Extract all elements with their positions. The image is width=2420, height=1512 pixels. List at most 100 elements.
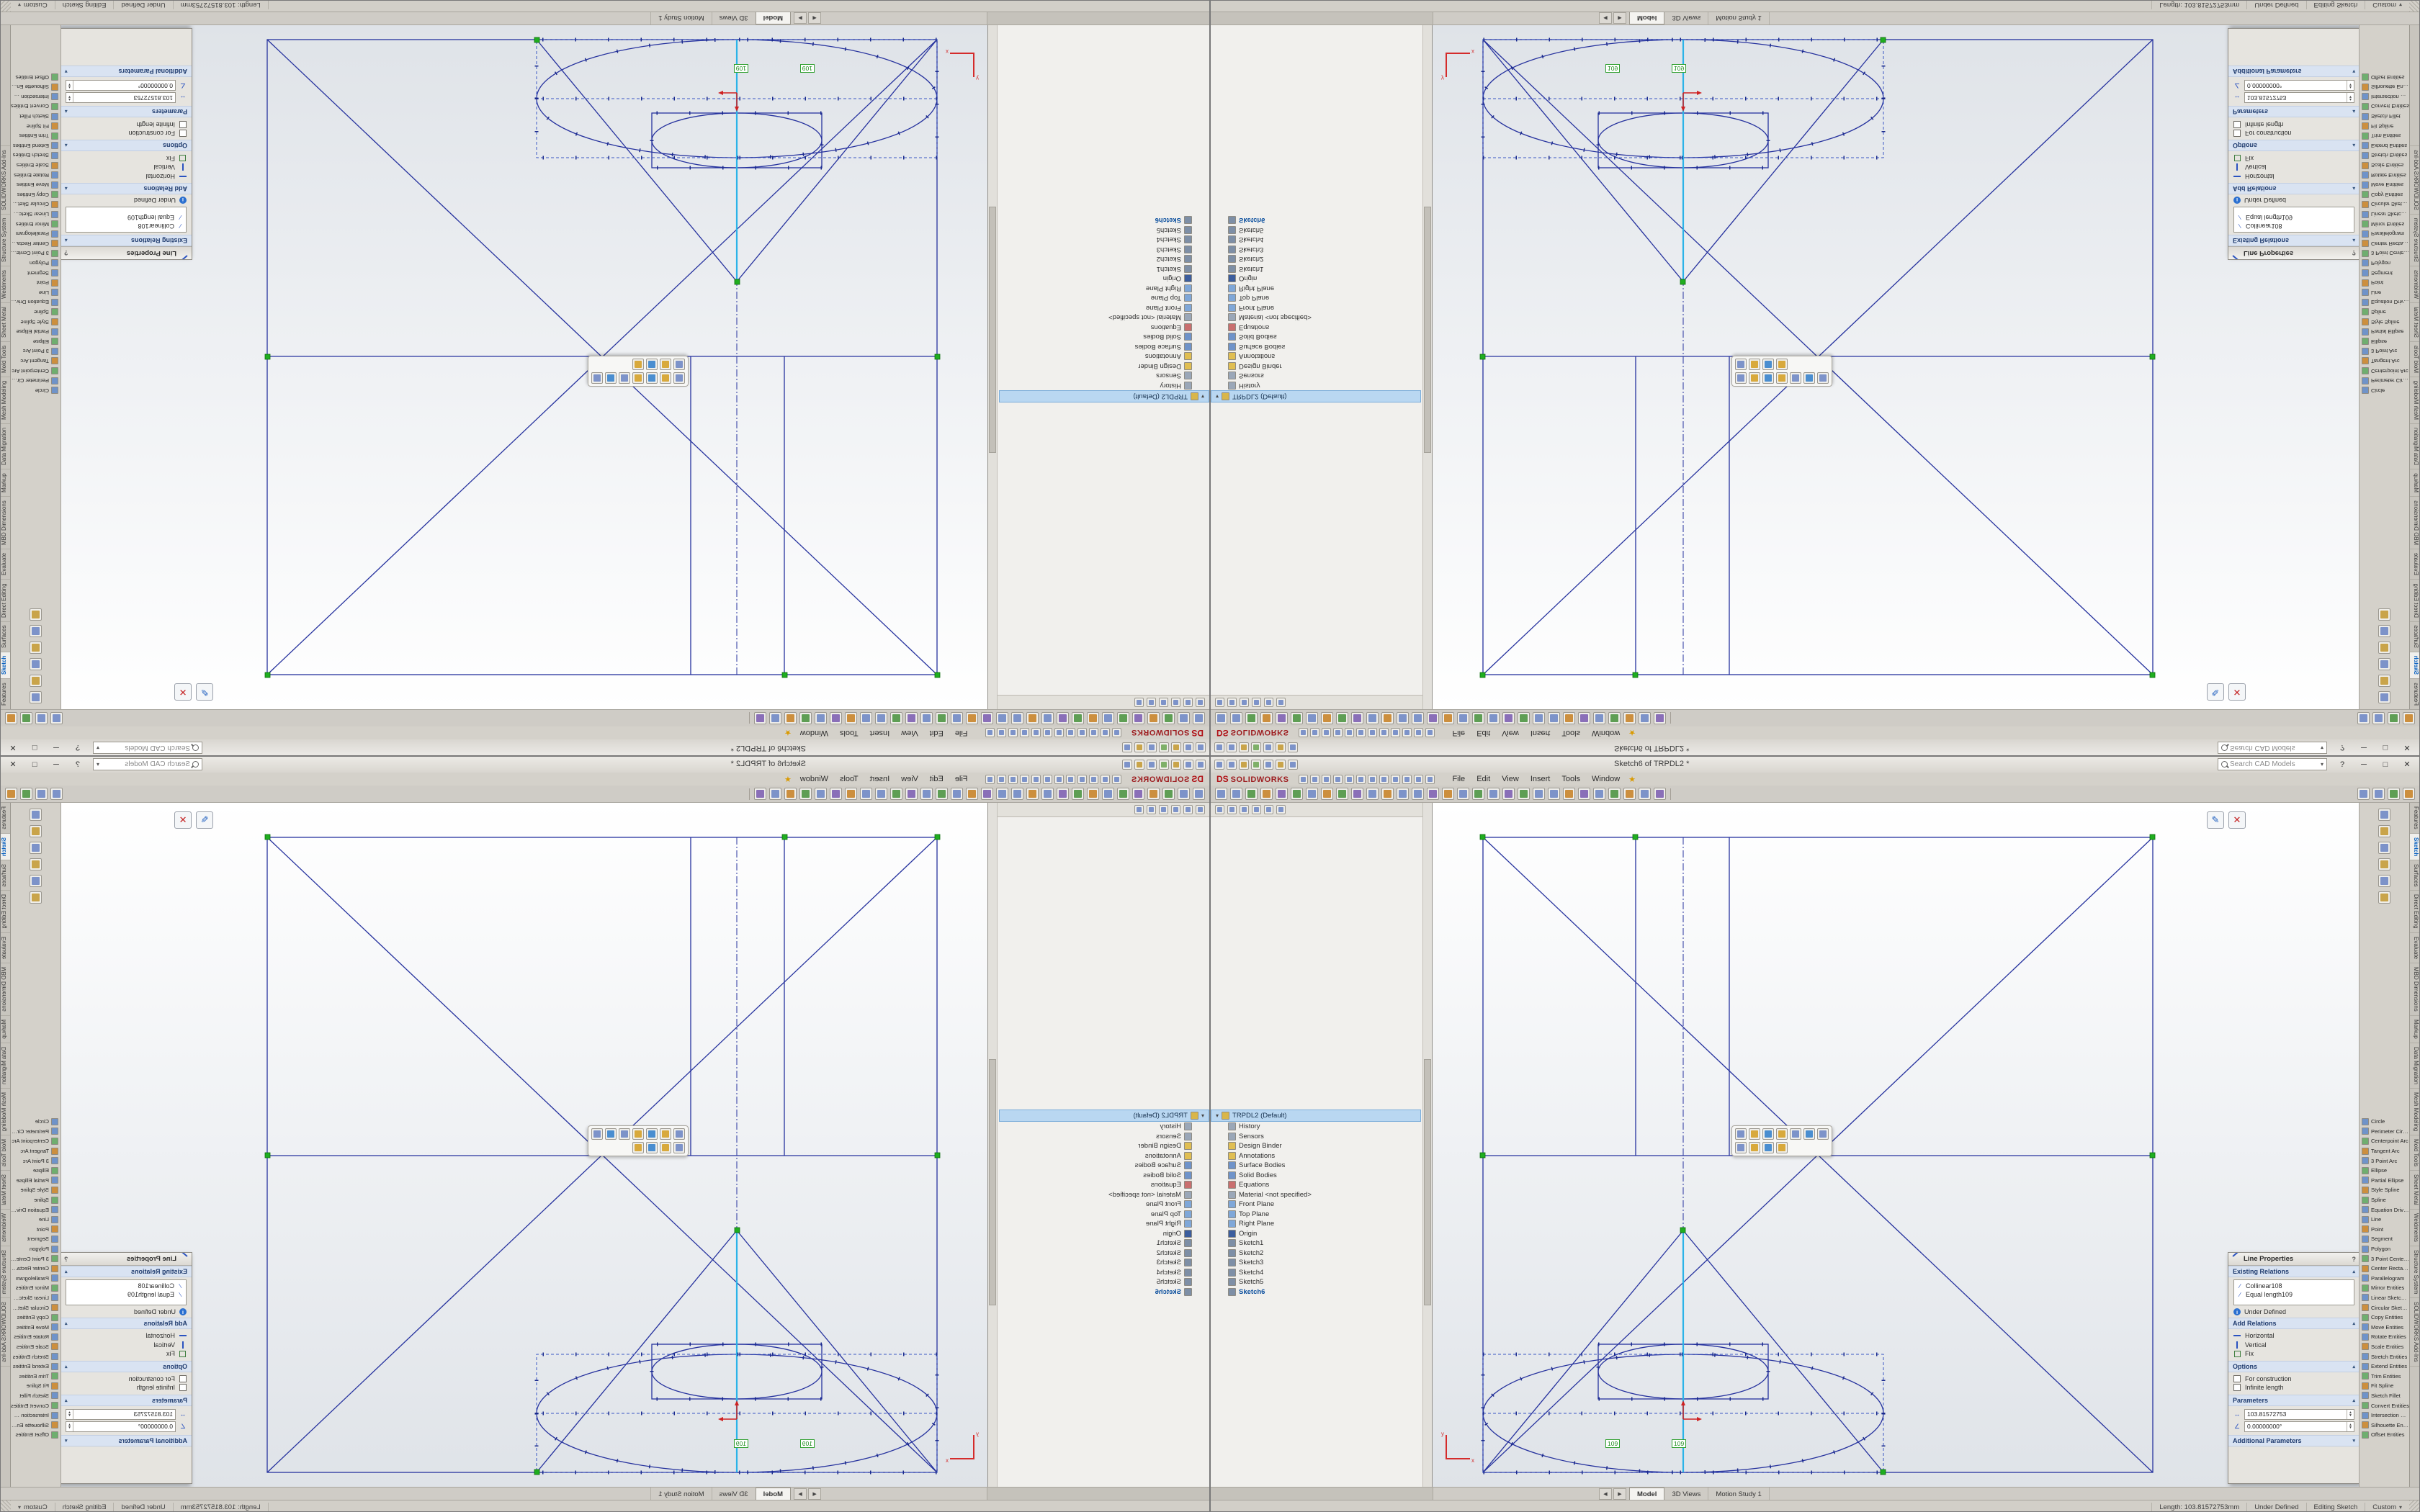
unit-system-dropdown[interactable]: Custom ▾	[2365, 1, 2409, 9]
sketch-tool-icon[interactable]	[2378, 608, 2390, 621]
toolbar-icon[interactable]	[35, 712, 48, 724]
command-manager-tab[interactable]: Features	[0, 803, 10, 834]
section-options[interactable]: Options ▴	[60, 1360, 192, 1372]
menu-item[interactable]: View	[901, 775, 918, 783]
sketch-tool-button[interactable]: Extend Entities	[2360, 141, 2409, 151]
toolbar-icon[interactable]	[1502, 712, 1515, 724]
sketch-tool-button[interactable]: Equation Driven Curve	[2360, 1205, 2409, 1215]
sketch-tool-button[interactable]: Line	[2360, 1215, 2409, 1225]
sketch-tool-button[interactable]: 3 Point Center Recta...	[2360, 248, 2409, 258]
quick-access-icon[interactable]	[1263, 760, 1273, 770]
toolbar-icon[interactable]	[1391, 774, 1401, 784]
model-tab[interactable]: Model	[755, 12, 791, 24]
tree-item[interactable]: Equations	[1211, 323, 1421, 333]
toolbar-icon[interactable]	[1533, 712, 1545, 724]
toolbar-icon[interactable]	[966, 712, 978, 724]
toolbar-icon[interactable]	[1381, 788, 1394, 800]
quick-access-icon[interactable]	[1134, 742, 1144, 752]
sketch-tool-button[interactable]: Stretch Entities	[2360, 1351, 2409, 1362]
sketch-tool-button[interactable]: Offset Entities	[2360, 1430, 2409, 1440]
toolbar-icon[interactable]	[2403, 788, 2415, 800]
toolbar-icon[interactable]	[1306, 788, 1318, 800]
toolbar-icon[interactable]	[1487, 788, 1500, 800]
command-manager-tab[interactable]: Mold Tools	[2410, 1135, 2419, 1171]
context-toolbar-icon[interactable]	[646, 1128, 658, 1140]
sketch-tool-button[interactable]: Point	[2360, 1225, 2409, 1235]
spinner-arrows[interactable]: ▲▼	[66, 93, 73, 103]
panel-tab-icon[interactable]	[1264, 698, 1273, 707]
command-manager-tab[interactable]: Surfaces	[0, 860, 10, 891]
context-toolbar-icon[interactable]	[1776, 372, 1788, 384]
window-control-button[interactable]: ?	[2339, 743, 2345, 752]
panel-tab-icon[interactable]	[1159, 805, 1168, 814]
checkbox[interactable]	[179, 1374, 187, 1382]
tree-item[interactable]: Annotations	[1211, 351, 1421, 361]
sketch-tool-button[interactable]: Center Rectangle	[2360, 239, 2409, 249]
relation-item[interactable]: ∕ Equal length109	[2237, 1290, 2351, 1299]
sketch-tool-button[interactable]: Line	[11, 287, 60, 297]
panel-tab-icon[interactable]	[1215, 698, 1224, 707]
sketch-tool-button[interactable]: Stretch Entities	[11, 1351, 60, 1362]
command-manager-tab[interactable]: Structure System	[2410, 214, 2420, 266]
command-manager-tab[interactable]: Weldments	[2410, 266, 2420, 303]
tab-scroll-right-icon[interactable]: ▶	[1613, 12, 1626, 24]
model-tab[interactable]: 3D Views	[1664, 1488, 1709, 1500]
toolbar-icon[interactable]	[1412, 788, 1424, 800]
command-manager-tab[interactable]: Mesh Modeling	[2410, 377, 2420, 424]
toolbar-icon[interactable]	[1457, 788, 1469, 800]
angle-field[interactable]: 0.00000000° ▲▼	[66, 1421, 176, 1432]
toolbar-icon[interactable]	[1245, 788, 1258, 800]
menu-item[interactable]: Window	[1592, 729, 1621, 737]
sketch-tool-icon[interactable]	[2378, 625, 2390, 637]
dimension-label[interactable]: 109	[799, 64, 815, 73]
context-toolbar-icon[interactable]	[1749, 372, 1760, 384]
panel-tab-icon[interactable]	[1252, 805, 1261, 814]
exit-sketch-icon[interactable]: ✎	[2207, 811, 2224, 829]
toolbar-icon[interactable]	[1310, 774, 1320, 784]
spinner-arrows[interactable]: ▲▼	[66, 1421, 73, 1431]
graphics-area[interactable]: 109 109 ✎ ✕ x y	[61, 25, 987, 709]
sketch-tool-button[interactable]: Perimeter Circle	[11, 376, 60, 386]
tree-item[interactable]: Surface Bodies	[1211, 342, 1421, 352]
toolbar-icon[interactable]	[996, 774, 1006, 784]
unit-system-dropdown[interactable]: Custom ▾	[11, 1503, 55, 1511]
toolbar-icon[interactable]	[1291, 712, 1303, 724]
horizontal-scrollbar[interactable]	[987, 1488, 1209, 1500]
tree-item[interactable]: History	[999, 1122, 1209, 1132]
sketch-tool-button[interactable]: Style Spline	[11, 317, 60, 327]
sketch-handles[interactable]	[264, 37, 941, 678]
sketch-tool-button[interactable]: Scale Entities	[11, 1342, 60, 1352]
quick-access-icon[interactable]	[1159, 742, 1169, 752]
dimension-label[interactable]: 109	[799, 1439, 815, 1448]
command-manager-tab[interactable]: Mold Tools	[0, 341, 10, 377]
sketch-tool-button[interactable]: Stretch Entities	[2360, 150, 2409, 161]
checkbox[interactable]	[179, 120, 187, 128]
sketch-tool-button[interactable]: Rotate Entities	[11, 1332, 60, 1342]
sketch-tool-button[interactable]: Spline	[2360, 1195, 2409, 1205]
tree-item[interactable]: Solid Bodies	[999, 1171, 1209, 1181]
sketch-tool-button[interactable]: Silhouette Entities	[11, 82, 60, 92]
toolbar-icon[interactable]	[1088, 728, 1098, 738]
quick-access-icon[interactable]	[1239, 742, 1249, 752]
tab-scroll-left-icon[interactable]: ◀	[808, 12, 821, 24]
window-control-button[interactable]: ✕	[9, 743, 17, 752]
sketch-tool-button[interactable]: Stretch Entities	[11, 150, 60, 161]
sketch-tool-button[interactable]: Scale Entities	[2360, 1342, 2409, 1352]
section-options[interactable]: Options ▴	[2228, 140, 2360, 152]
toolbar-icon[interactable]	[1608, 788, 1621, 800]
toolbar-icon[interactable]	[1548, 712, 1560, 724]
toolbar-icon[interactable]	[769, 788, 781, 800]
context-toolbar-icon[interactable]	[673, 1128, 685, 1140]
sketch-tool-button[interactable]: Partial Ellipse	[2360, 1176, 2409, 1186]
tree-item[interactable]: History	[999, 381, 1209, 391]
sketch-tool-button[interactable]: Center Rectangle	[2360, 1264, 2409, 1274]
toolbar-icon[interactable]	[966, 788, 978, 800]
sketch-tool-button[interactable]: Parallelogram	[11, 229, 60, 239]
toolbar-icon[interactable]	[815, 788, 827, 800]
add-relation-button[interactable]: Fix	[66, 154, 187, 163]
toolbar-icon[interactable]	[1654, 788, 1666, 800]
command-manager-tab[interactable]: Sheet Metal	[2410, 302, 2420, 342]
sketch-tool-button[interactable]: Convert Entities	[2360, 102, 2409, 112]
sketch-tool-button[interactable]: Linear Sketch Pattern	[11, 210, 60, 220]
chevron-down-icon[interactable]: ▾	[97, 744, 100, 751]
